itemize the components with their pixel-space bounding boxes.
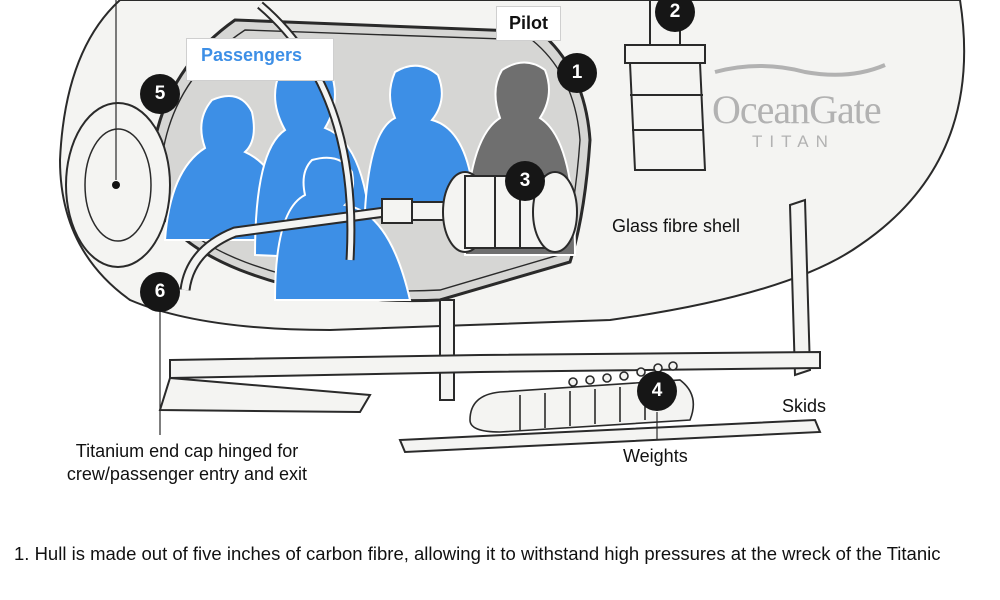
marker-4: 4 [637,371,677,411]
skids-label: Skids [782,396,827,416]
passenger-silhouettes [163,60,477,301]
shell-label: Glass fibre shell [612,216,741,236]
marker-5: 5 [140,74,180,114]
end-cap-label: Titanium end cap hinged for crew/passeng… [52,440,322,486]
brand-model: TITAN [752,132,835,151]
top-rack [624,0,707,171]
end-cap-viewport [112,181,120,189]
marker-3: 3 [505,161,545,201]
brand-wave-icon [714,63,886,77]
end-cap-label-line2: crew/passenger entry and exit [66,464,308,484]
marker-6: 6 [140,272,180,312]
caption-text: 1. Hull is made out of five inches of ca… [14,543,941,564]
marker-2: 2 [655,0,695,32]
submersible-diagram [58,0,966,454]
pilot-label: Pilot [496,6,561,41]
rear-fin [788,198,812,377]
brand-name: OceanGate [712,87,882,132]
marker-1: 1 [557,53,597,93]
weights-label: Weights [623,446,688,466]
tube-clamp [381,198,413,224]
end-cap-label-line1: Titanium end cap hinged for [75,441,299,461]
passenger-3 [363,64,477,211]
passengers-label: Passengers [186,38,334,81]
skid-frame [158,299,822,454]
